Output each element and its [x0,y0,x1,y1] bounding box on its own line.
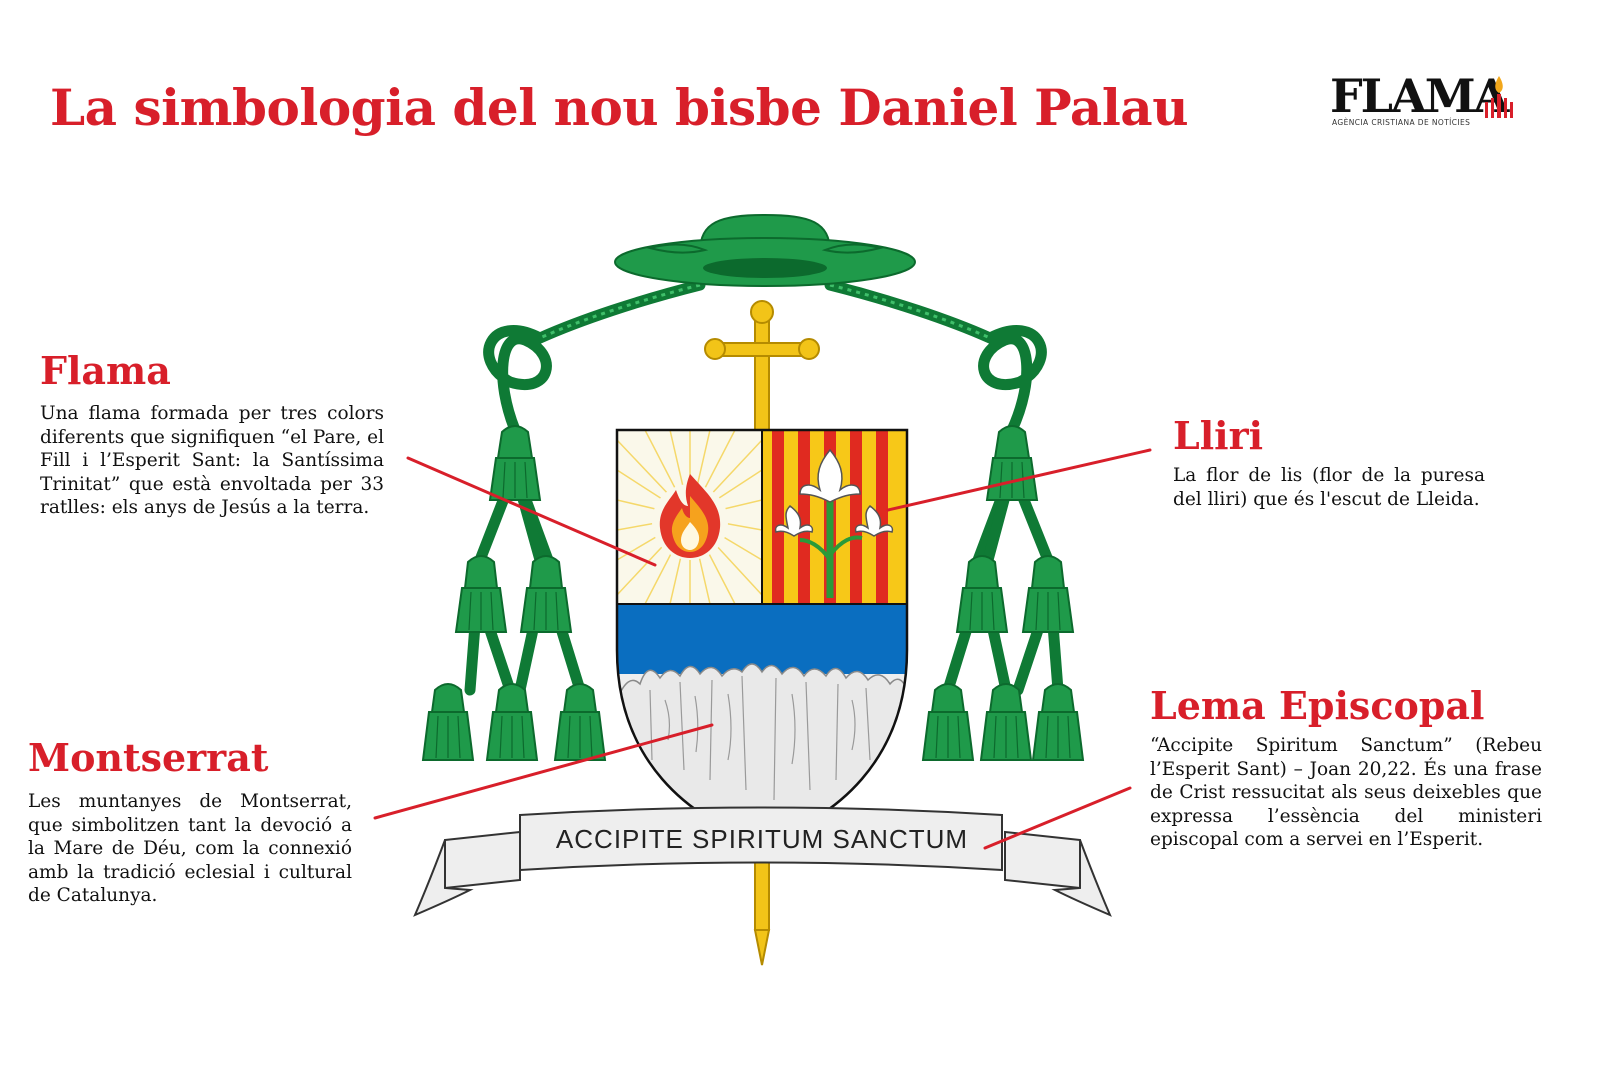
leader-lema [983,786,1132,850]
logo-wordmark: FLAMA [1330,69,1509,123]
tassel-fringe-lines [435,461,1071,759]
text-montserrat: Les muntanyes de Montserrat, que simboli… [28,791,352,906]
text-lliri: La flor de lis (flor de la puresa del ll… [1173,465,1485,510]
candle-flame-icon [1485,76,1513,118]
heading-montserrat: Montserrat [28,735,269,780]
heading-lema: Lema Episcopal [1150,683,1485,728]
leader-flama [406,456,657,567]
text-lema: “Accipite Spiritum Sanctum” (Rebeu l’Esp… [1150,735,1542,850]
flama-logo: FLAMA AGÈNCIA CRISTIANA DE NOTÍCIES [1330,72,1530,132]
motto-text: ACCIPITE SPIRITUM SANCTUM [556,824,968,854]
galero-hat [614,213,916,287]
fleur-de-lis-icon [774,448,894,598]
leader-lines [373,448,1152,850]
page-title: La simbologia del nou bisbe Daniel Palau [50,78,1189,137]
motto-ribbon [413,806,1112,917]
leader-lliri [886,448,1152,512]
text-flama: Una flama formada per tres colors difere… [40,403,384,518]
galero-cords-highlight [539,283,991,340]
logo-tagline: AGÈNCIA CRISTIANA DE NOTÍCIES [1332,118,1471,127]
flame-icon [652,474,728,560]
heading-flama: Flama [40,348,171,393]
heading-lliri: Lliri [1173,413,1264,458]
leader-montserrat [373,723,714,820]
